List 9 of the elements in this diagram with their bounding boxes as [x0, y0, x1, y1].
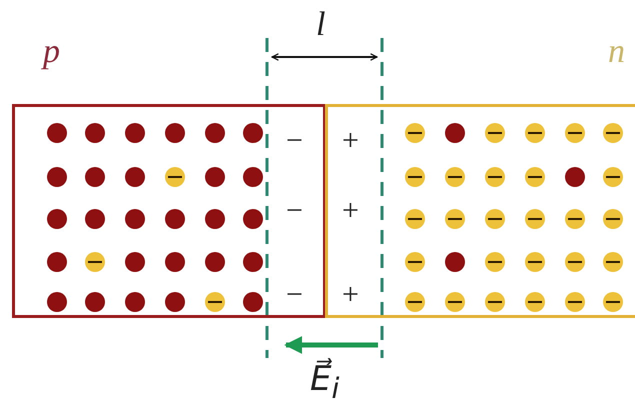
- region-label: n: [608, 35, 625, 69]
- charge-sign: +: [342, 196, 359, 226]
- region-label: p: [43, 35, 60, 69]
- dimension-label: l: [316, 8, 326, 42]
- charge-sign: −: [286, 196, 303, 226]
- charge-sign: −: [286, 126, 303, 156]
- charge-sign: +: [342, 126, 359, 156]
- charge-sign: −: [286, 280, 303, 310]
- charge-sign: +: [342, 280, 359, 310]
